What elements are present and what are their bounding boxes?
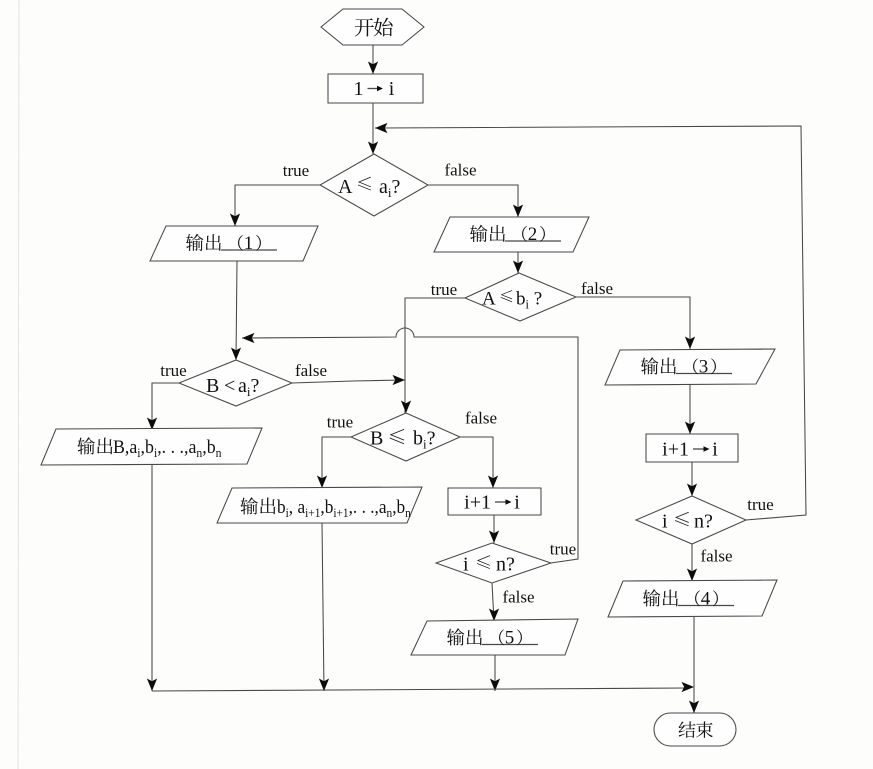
svg-text:true: true <box>431 280 457 299</box>
svg-text:1: 1 <box>244 233 254 254</box>
svg-text:5: 5 <box>505 628 515 649</box>
svg-text:i: i <box>662 511 668 533</box>
svg-text:1: 1 <box>354 78 364 100</box>
svg-text:false: false <box>502 588 534 607</box>
svg-text:A: A <box>482 289 496 310</box>
svg-text:n?: n? <box>694 511 713 533</box>
svg-text:<: < <box>224 375 235 397</box>
svg-text:B: B <box>370 428 383 450</box>
svg-text:false: false <box>444 161 476 180</box>
svg-text:B: B <box>206 375 219 397</box>
svg-text:bi?: bi? <box>413 428 436 452</box>
svg-text:bi ?: bi ? <box>516 289 542 312</box>
svg-text:true: true <box>747 495 773 514</box>
svg-text:A: A <box>338 176 353 198</box>
svg-text:true: true <box>283 161 309 180</box>
svg-text:true: true <box>160 361 186 380</box>
svg-text:4: 4 <box>701 589 711 610</box>
svg-text:B,ai,bi,. . .,an,bn: B,ai,bi,. . .,an,bn <box>113 437 222 461</box>
svg-text:true: true <box>550 540 576 559</box>
svg-text:i+1: i+1 <box>464 492 491 514</box>
svg-text:false: false <box>295 361 327 380</box>
svg-text:true: true <box>327 413 353 432</box>
svg-text:i+1: i+1 <box>662 439 689 461</box>
svg-text:false: false <box>700 547 732 566</box>
svg-text:i: i <box>389 78 395 100</box>
svg-text:n?: n? <box>496 554 515 576</box>
svg-text:3: 3 <box>699 357 709 378</box>
svg-text:false: false <box>465 409 497 428</box>
svg-text:ai?: ai? <box>238 375 260 399</box>
svg-text:ai?: ai? <box>379 176 401 200</box>
svg-text:i: i <box>514 492 520 514</box>
svg-text:false: false <box>581 279 613 298</box>
svg-text:i: i <box>712 439 718 461</box>
svg-text:i: i <box>463 554 469 576</box>
svg-text:2: 2 <box>528 224 538 245</box>
